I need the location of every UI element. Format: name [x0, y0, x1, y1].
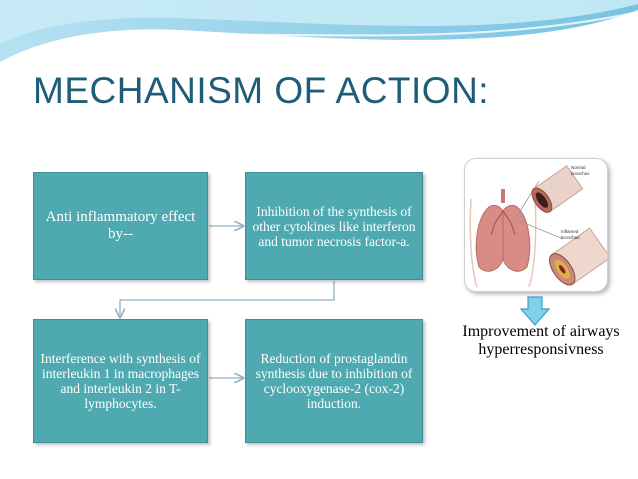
flow-box-anti-inflammatory: Anti inflammatory effect by--: [33, 172, 208, 280]
result-text: Improvement of airways hyperresponsivnes…: [462, 323, 620, 358]
flow-box-cytokine-inhibition: Inhibition of the synthesis of other cyt…: [245, 172, 423, 280]
lungs-icon: [475, 189, 531, 272]
inflamed-bronchus-icon: [549, 227, 607, 286]
flow-box-interleukin-interference: Interference with synthesis of interleuk…: [33, 319, 208, 443]
svg-text:Normal: Normal: [571, 165, 586, 170]
arrow-box2-to-box3: [120, 281, 335, 317]
down-arrow-icon: [519, 296, 551, 326]
svg-text:bronchus: bronchus: [561, 235, 580, 240]
normal-bronchus-icon: [531, 165, 584, 213]
flow-box-prostaglandin-reduction: Reduction of prostaglandin synthesis due…: [245, 319, 423, 443]
flow-box-2-text: Inhibition of the synthesis of other cyt…: [252, 203, 416, 249]
flow-box-3-text: Interference with synthesis of interleuk…: [40, 351, 201, 411]
svg-text:bronchus: bronchus: [571, 171, 590, 176]
header-wave-decoration: [0, 0, 638, 62]
lungs-airway-illustration: Normal bronchus Inflamed bronchus: [464, 158, 608, 292]
svg-text:Inflamed: Inflamed: [561, 229, 579, 234]
slide-title: MECHANISM OF ACTION:: [33, 70, 490, 111]
flow-box-4-text: Reduction of prostaglandin synthesis due…: [255, 351, 413, 411]
flow-box-1-text: Anti inflammatory effect by--: [45, 209, 196, 242]
